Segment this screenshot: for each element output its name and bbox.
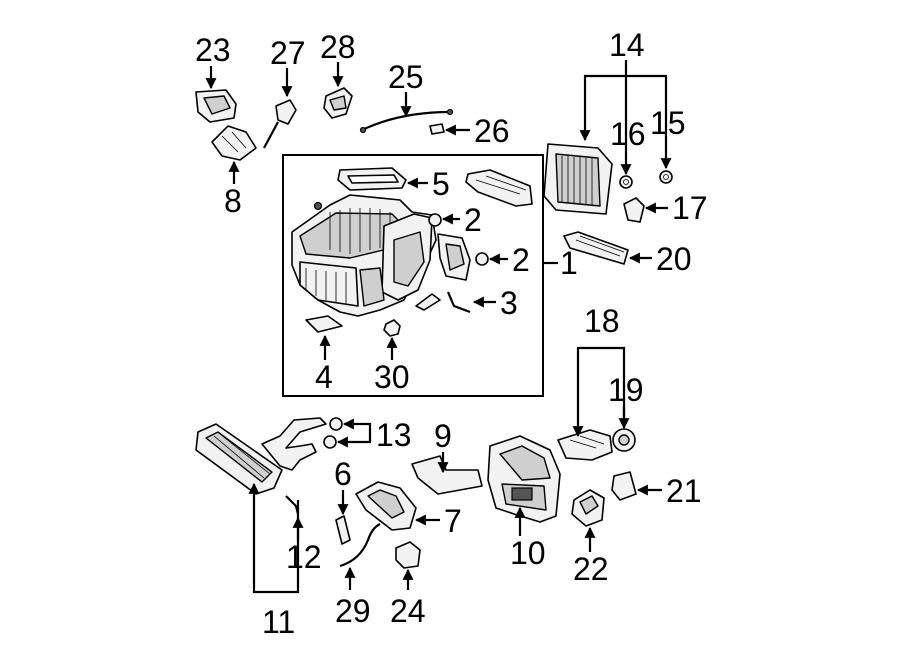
bracket-part-8 (211, 125, 257, 161)
bracket-part-12 (285, 495, 300, 515)
callout-3: 3 (500, 285, 518, 321)
callout-8: 8 (224, 183, 242, 219)
callout-5: 5 (432, 166, 450, 202)
blower-housing-part-10 (487, 435, 561, 523)
heater-pipes-part (261, 417, 327, 471)
callout-29: 29 (335, 593, 371, 629)
callout-19: 19 (608, 372, 644, 408)
callout-14: 14 (609, 27, 645, 63)
oring-part-16 (619, 175, 633, 189)
callout-21: 21 (666, 473, 702, 509)
pipe-part-3 (446, 291, 471, 314)
callout-6: 6 (334, 456, 352, 492)
callout-16: 16 (610, 116, 646, 152)
pad-part-4 (305, 315, 343, 333)
oring-part-13a (329, 417, 343, 431)
callout-4: 4 (315, 359, 333, 395)
resistor-part-21 (611, 471, 637, 501)
seal-part-5 (337, 167, 407, 191)
evaporator-part-14 (543, 143, 613, 215)
callout-24: 24 (390, 593, 426, 629)
callout-2: 2 (464, 202, 482, 238)
nut-part-30 (383, 319, 401, 337)
sensor-part-27 (275, 99, 297, 125)
callout-30: 30 (374, 359, 410, 395)
callout-10: 10 (510, 535, 546, 571)
oring-part-13b (323, 435, 337, 449)
callout-25: 25 (388, 59, 424, 95)
callout-11: 11 (262, 604, 295, 640)
callout-labels: 1 2 2 3 4 5 6 7 8 9 10 11 12 13 14 15 16… (195, 27, 708, 640)
callout-9: 9 (434, 418, 452, 454)
callout-26: 26 (474, 113, 510, 149)
heater-core-part-11 (195, 423, 283, 495)
relay-part-24 (395, 541, 421, 569)
screw-part-26 (429, 123, 445, 135)
duct-part-9 (411, 455, 483, 495)
callout-12: 12 (286, 539, 322, 575)
callout-22: 22 (573, 551, 609, 587)
callout-20: 20 (656, 241, 692, 277)
filter-part-20 (563, 231, 629, 265)
callout-17: 17 (672, 190, 708, 226)
hose-part-29 (339, 523, 381, 568)
valve-part-17 (623, 197, 645, 223)
leader-lines (205, 60, 672, 594)
callout-15: 15 (650, 105, 686, 141)
callout-23: 23 (195, 32, 231, 68)
grommet-part-2a (428, 213, 442, 227)
callout-18: 18 (584, 303, 620, 339)
callout-28: 28 (320, 29, 356, 65)
assembly-frame (282, 154, 544, 397)
callout-1: 1 (560, 245, 578, 281)
oring-part-15 (659, 170, 673, 184)
callout-7: 7 (444, 503, 462, 539)
callout-2: 2 (512, 242, 530, 278)
hvac-case-part (291, 194, 437, 317)
grommet-part-2b (475, 252, 489, 266)
callout-27: 27 (270, 35, 306, 71)
callout-13: 13 (376, 417, 412, 453)
upper-duct-part (465, 169, 533, 207)
clip-part-6 (335, 515, 351, 545)
